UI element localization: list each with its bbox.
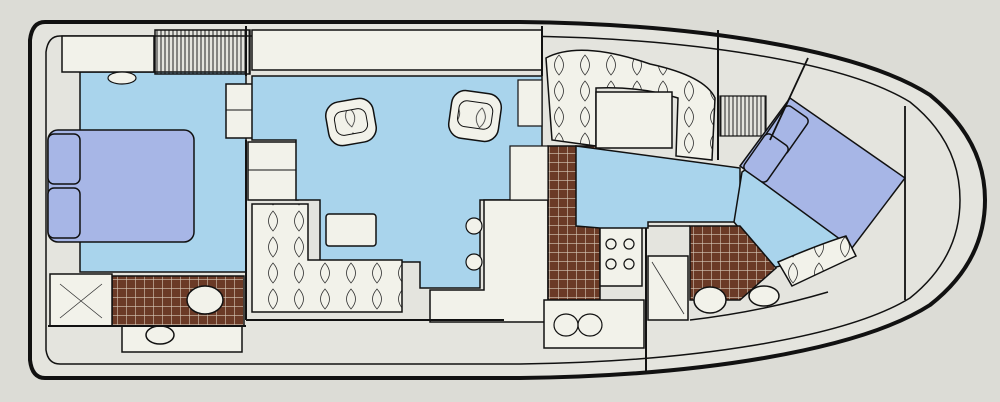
salon-sofa: [251, 203, 403, 313]
forward-head-tile: [689, 225, 778, 301]
aft-shower: [49, 273, 113, 327]
aft-stateroom: [47, 29, 251, 273]
forward-shower-drain: [651, 261, 685, 315]
aft-bed-pillow-2: [47, 187, 81, 239]
galley-sink-counter: [543, 299, 645, 349]
aft-bed: [47, 129, 195, 243]
aft-closet: [154, 29, 251, 75]
salon-chair-2: [447, 89, 503, 143]
dinette-locker: [719, 95, 767, 137]
forward-toilet-icon: [693, 286, 727, 314]
stove-icon: [605, 238, 635, 270]
dinette: [545, 49, 767, 229]
bulkheads: [48, 26, 719, 372]
aft-locker: [61, 35, 155, 73]
forward-bulkhead: [769, 57, 906, 300]
aft-toilet-icon: [186, 285, 224, 315]
galley-stool-2: [465, 253, 483, 271]
salon-chair-1: [325, 97, 377, 147]
salon-shelf-top: [251, 29, 543, 71]
inner-hull-line: [45, 35, 961, 365]
aft-shower-drain: [59, 283, 103, 319]
forward-stateroom: [733, 57, 907, 300]
dinette-table: [595, 91, 673, 149]
aft-sink-icon: [145, 325, 175, 345]
salon-coffee-table: [325, 213, 377, 247]
aft-vanity: [121, 325, 243, 353]
forward-head: [647, 225, 829, 321]
galley-cabinet: [509, 145, 549, 201]
forward-sink-icon: [748, 285, 780, 307]
dinette-seat: [545, 49, 716, 161]
forward-bed-pillow-2: [743, 133, 789, 183]
galley: [429, 145, 645, 349]
dinette-floor: [575, 145, 741, 229]
galley-sink-icon: [553, 313, 603, 337]
aft-bed-pillow-1: [47, 133, 81, 185]
aft-head-tile: [111, 275, 245, 327]
salon-cabinet: [517, 79, 543, 127]
forward-berth-seat: [776, 235, 858, 287]
galley-stool-1: [465, 217, 483, 235]
forward-head-wall: [648, 225, 829, 321]
galley-stove-counter: [599, 225, 643, 287]
aft-head: [49, 273, 245, 353]
aft-lamp-icon: [107, 71, 137, 85]
salon: [251, 29, 543, 313]
